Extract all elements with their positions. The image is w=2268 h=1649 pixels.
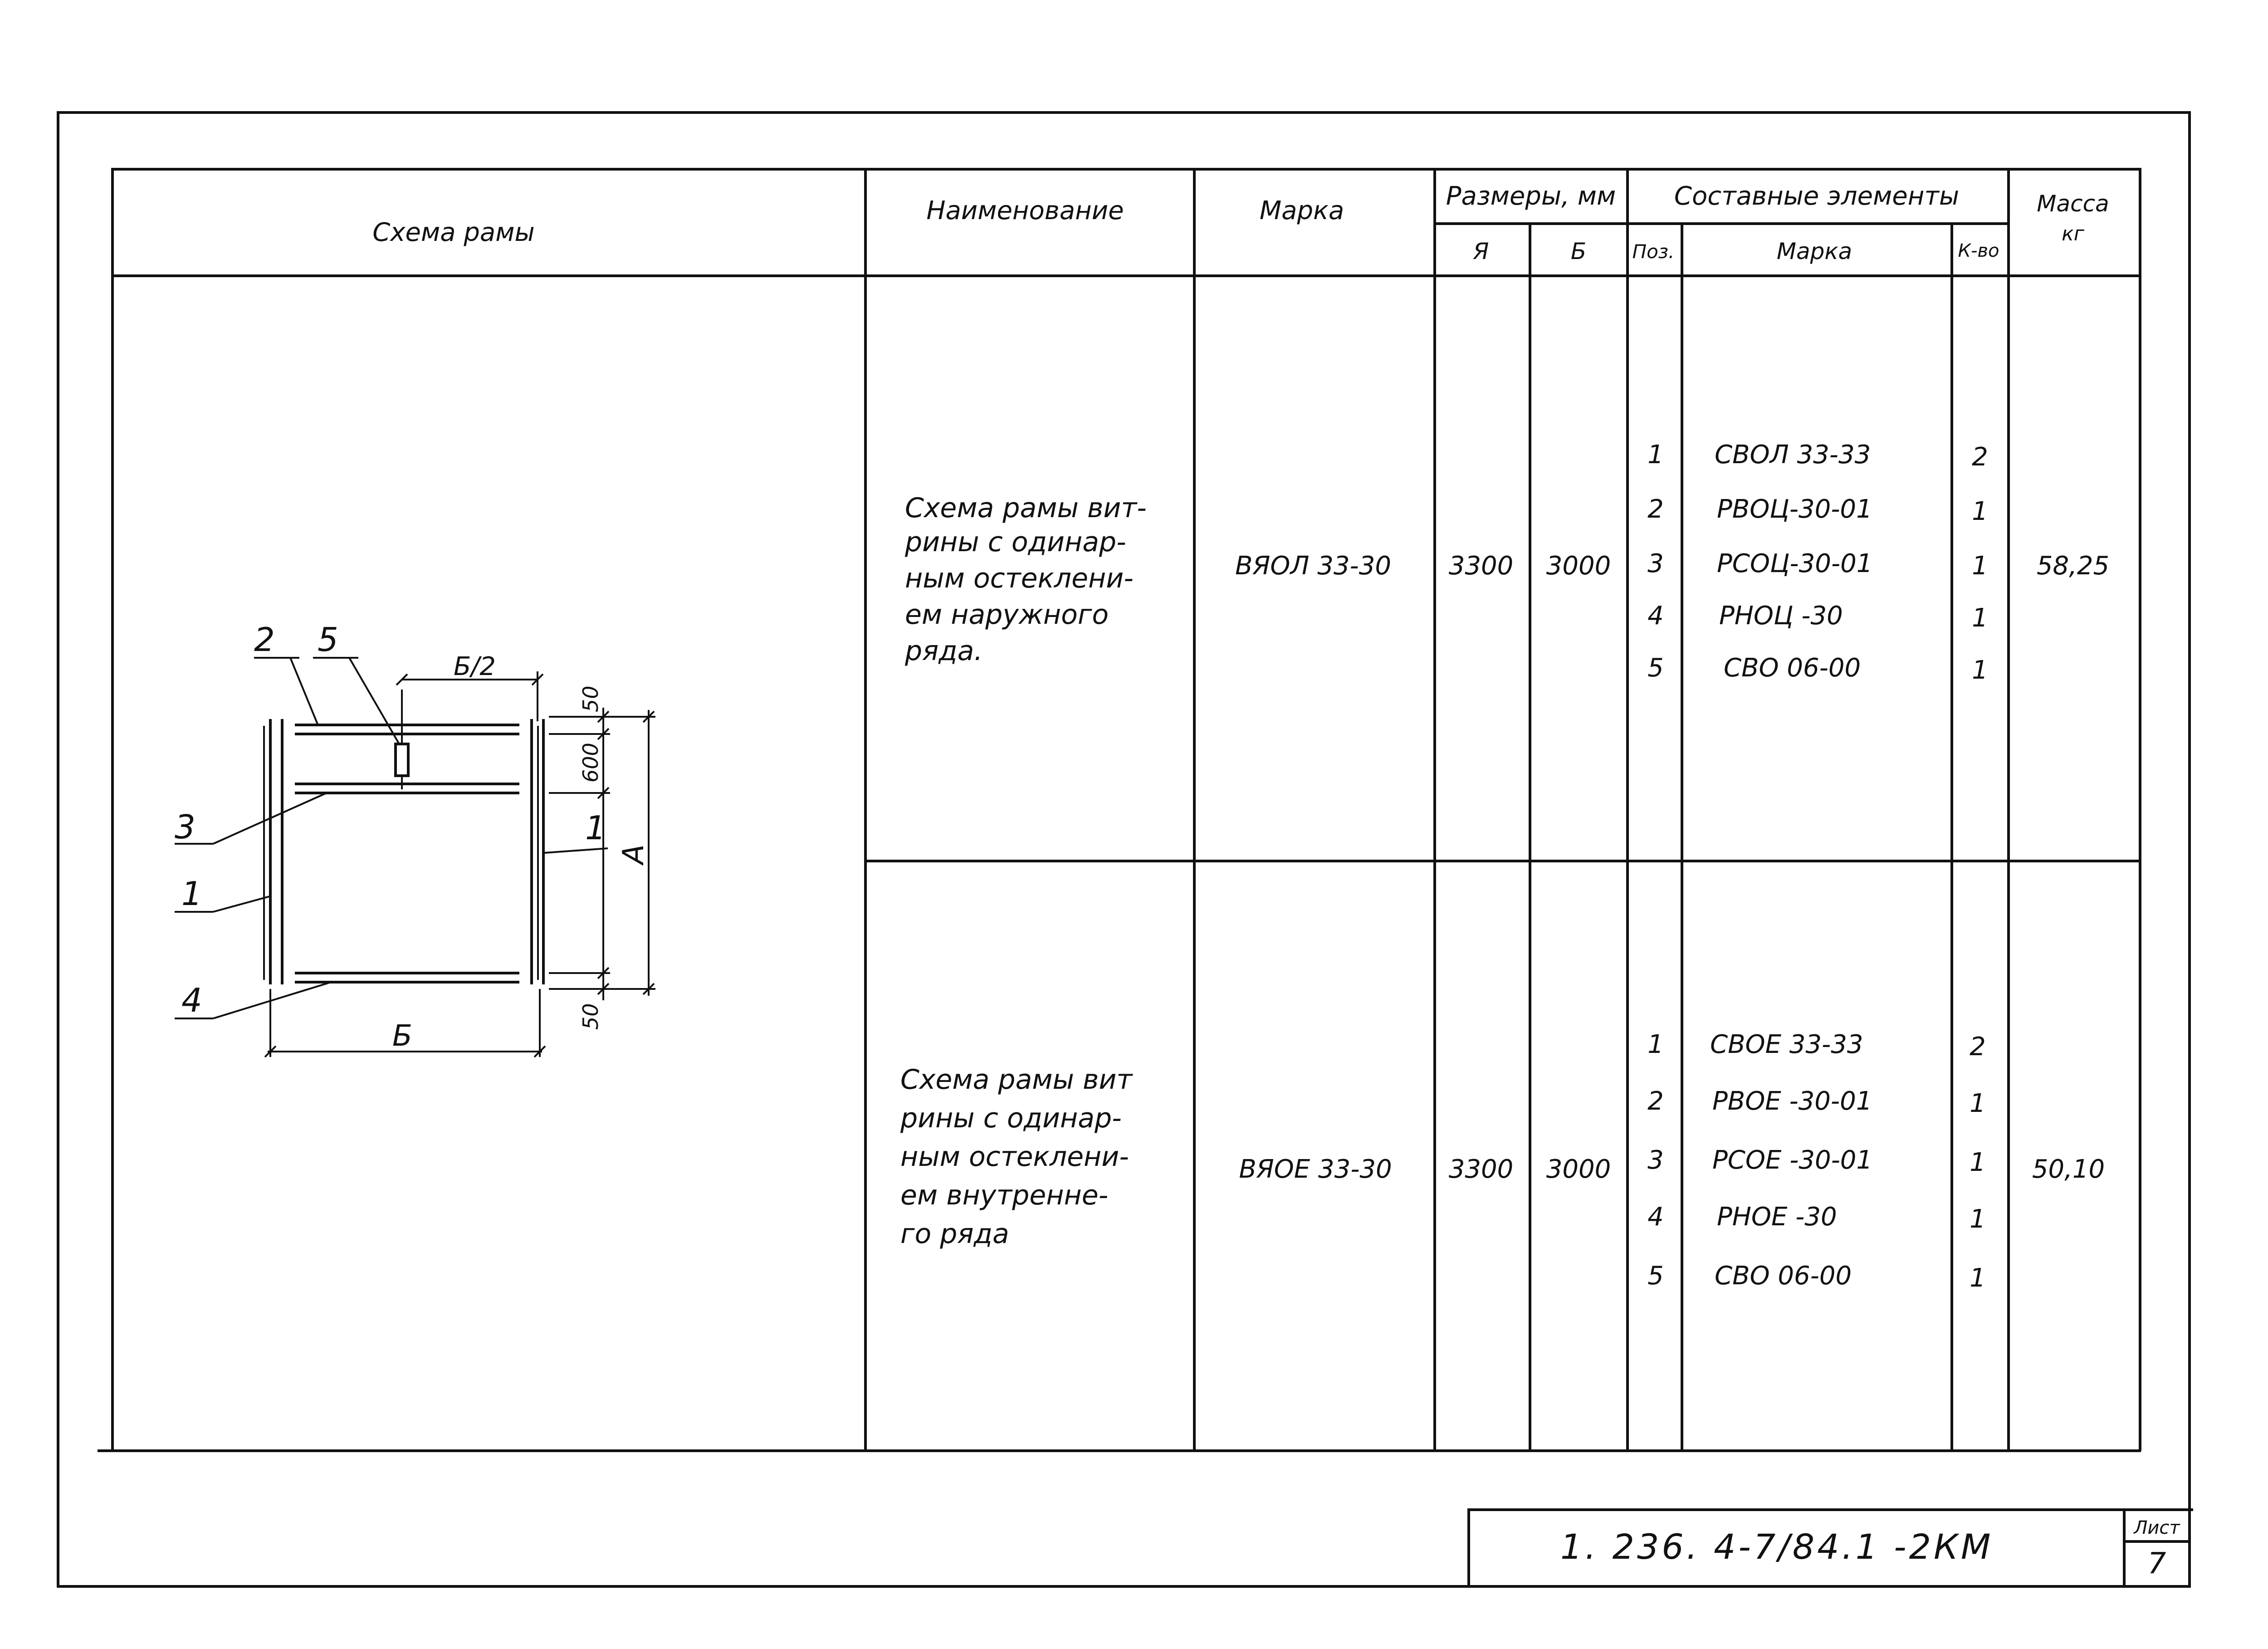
row-description-line: ем наружного	[905, 599, 1109, 631]
sheet-border	[57, 111, 2191, 1588]
header-name: Наименование	[926, 196, 1124, 225]
component-pos: 3	[1647, 549, 1664, 578]
dimension-label: 50	[578, 1003, 603, 1030]
component-mark: СВОЕ 33-33	[1710, 1030, 1863, 1059]
component-mark: СВОЛ 33-33	[1715, 440, 1871, 470]
callout-label: 2	[254, 621, 275, 659]
callout-label: 1	[181, 875, 202, 913]
component-qty: 1	[1970, 1089, 1986, 1118]
component-pos: 4	[1647, 601, 1664, 631]
component-pos: 2	[1647, 1086, 1664, 1116]
component-mark: РНОЕ -30	[1717, 1202, 1837, 1232]
header-mark: Марка	[1259, 196, 1344, 225]
header-dimensions: Размеры, мм	[1446, 181, 1616, 211]
row-description-line: рины с одинар-	[905, 526, 1126, 558]
header-comp-mark: Марка	[1776, 238, 1853, 264]
header-mass: Масса	[2037, 191, 2109, 217]
row-mark: ВЯОЛ 33-30	[1235, 551, 1392, 581]
component-qty: 1	[1970, 1263, 1986, 1293]
component-pos: 3	[1647, 1145, 1664, 1175]
header-schema: Схема рамы	[372, 218, 535, 247]
component-qty: 2	[1970, 1032, 1986, 1062]
callout-label: 3	[175, 808, 196, 846]
row-description-line: ем внутренне-	[900, 1179, 1109, 1211]
callout-label: 1	[585, 809, 606, 847]
component-qty: 1	[1970, 1148, 1986, 1177]
header-dim-b: Б	[1570, 238, 1587, 264]
component-qty: 1	[1972, 551, 1988, 581]
row-description-line: рины с одинар-	[900, 1102, 1122, 1134]
component-qty: 1	[1972, 656, 1988, 685]
row-mark: ВЯОЕ 33-30	[1239, 1155, 1392, 1184]
dimension-label: 50	[578, 685, 603, 712]
component-mark: РВОЦ-30-01	[1717, 494, 1872, 524]
row-description-line: ным остеклени-	[900, 1141, 1129, 1173]
callout-label: 4	[181, 981, 202, 1019]
component-mark: РСОЕ -30-01	[1712, 1145, 1873, 1175]
component-pos: 2	[1647, 494, 1664, 524]
component-pos: 5	[1647, 653, 1664, 683]
component-qty: 1	[1972, 603, 1988, 633]
header-dim-a: Я	[1473, 238, 1489, 264]
header-components: Составные элементы	[1674, 181, 1960, 211]
row-description-line: Схема рамы вит	[900, 1064, 1133, 1096]
dimension-label: 600	[578, 743, 603, 783]
dimension-label: А	[617, 844, 650, 866]
header-mass-unit: кг	[2062, 222, 2084, 245]
dimension-label: Б/2	[454, 652, 496, 681]
component-mark: РНОЦ -30	[1719, 601, 1843, 631]
row-description-line: Схема рамы вит-	[905, 492, 1147, 524]
sheet-number: 7	[2147, 1547, 2166, 1580]
component-pos: 1	[1647, 440, 1664, 470]
component-mark: СВО 06-00	[1724, 653, 1861, 683]
row-description-line: го ряда	[900, 1218, 1009, 1250]
row-mass: 58,25	[2036, 551, 2110, 581]
component-qty: 1	[1972, 497, 1988, 526]
row-description-line: ным остеклени-	[905, 563, 1134, 594]
document-code: 1. 236. 4-7/84.1 -2КМ	[1560, 1527, 1994, 1567]
header-pos: Поз.	[1632, 240, 1675, 263]
row-dim-b: 3000	[1546, 551, 1611, 581]
row-dim-a: 3300	[1448, 551, 1514, 581]
component-qty: 1	[1970, 1204, 1986, 1234]
row-dim-b: 3000	[1546, 1155, 1611, 1184]
dimension-label: Б	[392, 1019, 412, 1053]
component-pos: 4	[1647, 1202, 1664, 1232]
row-dim-a: 3300	[1448, 1155, 1514, 1184]
component-mark: РСОЦ-30-01	[1717, 549, 1873, 578]
header-qty: К-во	[1958, 240, 1999, 261]
component-mark: РВОЕ -30-01	[1712, 1086, 1872, 1116]
row-description-line: ряда.	[905, 635, 983, 667]
sheet-label: Лист	[2134, 1517, 2180, 1538]
component-qty: 2	[1972, 442, 1988, 472]
component-pos: 1	[1647, 1030, 1664, 1059]
callout-label: 5	[318, 621, 338, 659]
component-pos: 5	[1647, 1261, 1664, 1291]
row-mass: 50,10	[2032, 1155, 2105, 1184]
component-mark: СВО 06-00	[1715, 1261, 1852, 1291]
